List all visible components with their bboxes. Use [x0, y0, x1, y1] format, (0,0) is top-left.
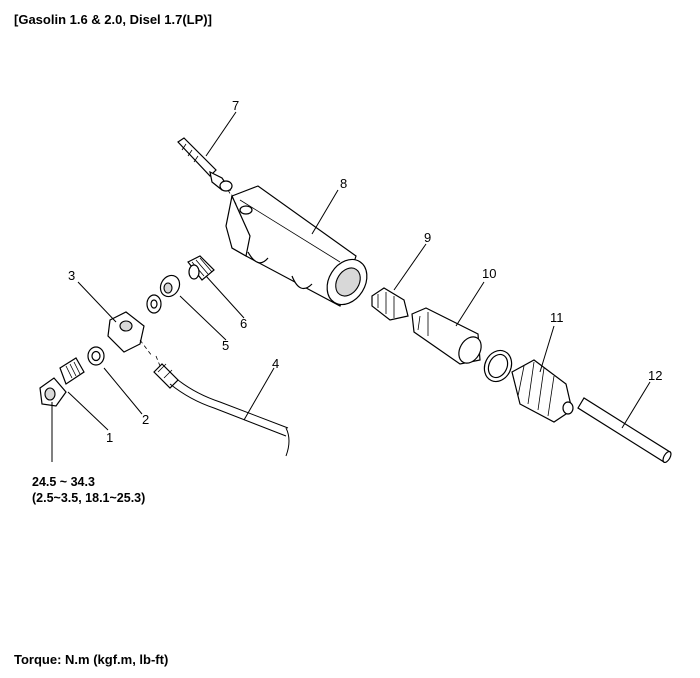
part-8-cylinder-body — [225, 185, 368, 307]
torque-spec: 24.5 ~ 34.3 (2.5~3.5, 18.1~25.3) — [32, 474, 145, 506]
callout-10: 10 — [482, 266, 496, 281]
part-10-piston — [411, 307, 482, 365]
part-7-bleeder-screw — [177, 137, 237, 205]
leader-lines — [51, 111, 651, 462]
part-9-boot — [371, 287, 409, 321]
retaining-ring — [483, 349, 513, 383]
callout-7: 7 — [232, 98, 239, 113]
part-5-cup-seal — [159, 274, 181, 298]
part-1-banjo-bolt — [39, 357, 85, 407]
part-12-push-rod — [577, 397, 672, 464]
callout-4: 4 — [272, 356, 279, 371]
part-2-gasket — [87, 346, 105, 366]
callout-11: 11 — [550, 310, 564, 325]
torque-units: (2.5~3.5, 18.1~25.3) — [32, 491, 146, 505]
torque-legend: Torque: N.m (kgf.m, lb-ft) — [14, 652, 169, 667]
part-4-tube — [153, 355, 290, 457]
callout-numbers: 7 8 9 10 11 12 3 6 5 4 2 1 — [68, 98, 662, 445]
part-6-spring — [187, 255, 215, 281]
callout-8: 8 — [340, 176, 347, 191]
callout-6: 6 — [240, 316, 247, 331]
callout-12: 12 — [648, 368, 662, 383]
callout-3: 3 — [68, 268, 75, 283]
part-11-dust-boot — [511, 359, 574, 423]
diagram-title: [Gasolin 1.6 & 2.0, Disel 1.7(LP)] — [14, 12, 212, 27]
washer-hole — [150, 299, 158, 309]
part-3-union-fitting — [107, 311, 153, 357]
callout-1: 1 — [106, 430, 113, 445]
torque-value: 24.5 ~ 34.3 — [32, 475, 95, 489]
callout-5: 5 — [222, 338, 229, 353]
callout-2: 2 — [142, 412, 149, 427]
callout-9: 9 — [424, 230, 431, 245]
